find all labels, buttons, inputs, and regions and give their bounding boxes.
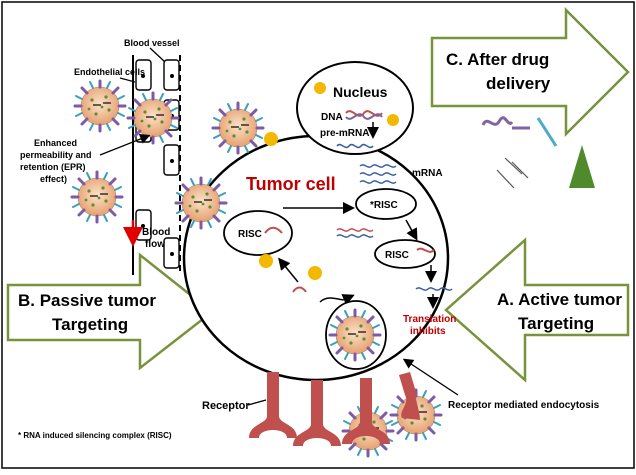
receptor-label: Receptor [202,400,250,412]
epr-label-4: effect) [40,174,67,184]
active-targeting-arrow: A. Active tumor Targeting [444,237,630,383]
endothelial-cells-label: Endothelial cells [74,67,145,77]
epr-label-1: Enhanced [34,138,77,148]
dna-helix-icon [345,110,383,120]
blood-flow-label-2: flow [145,239,165,250]
pre-mrna-label: pre-mRNA [320,128,369,139]
sirna-icon [292,286,307,293]
nanoparticle-icon [328,308,382,362]
epr-label-2: permeability and [20,150,92,160]
gold-nanoparticle-icon [259,132,322,280]
translation-label-2: inhibits [410,326,446,337]
active-label-1: A. Active tumor [497,290,622,309]
risc-active: *RISC [355,188,417,220]
nanoparticle-icon [211,101,265,155]
risc-left-label: RISC [238,229,262,240]
risc-active-label: *RISC [370,200,398,211]
nanoparticle-icon [174,176,228,230]
nucleus-label: Nucleus [333,84,388,100]
mrna-label: mRNA [412,168,443,179]
after-label-1: C. After drug [446,50,549,69]
mrna-strands [336,164,397,238]
receptor-icon [249,372,390,446]
passive-label-1: B. Passive tumor [18,291,156,310]
blood-vessel [123,55,181,275]
dna-label: DNA [321,112,343,123]
passive-label-2: Targeting [52,315,128,334]
after-delivery-arrow: C. After drug delivery [430,6,630,138]
risc-right: RISC [374,239,436,269]
blood-vessel-label: Blood vessel [124,38,180,48]
nucleus: Nucleus DNA pre-mRNA [296,61,414,155]
nanoparticle-icon [70,170,124,224]
degraded-fragments [481,116,595,189]
footnote: * RNA induced silencing complex (RISC) [18,431,172,440]
passive-targeting-arrow: B. Passive tumor Targeting [6,252,215,371]
after-label-2: delivery [486,74,551,93]
tumor-cell-label: Tumor cell [246,174,336,194]
translation-label-1: Translation [403,314,456,325]
nanoparticle-icon [73,79,127,133]
nanoparticle-icon [126,91,180,145]
epr-label-3: retention (EPR) [20,162,86,172]
receptor-icon [399,372,420,420]
risc-left: RISC [223,210,293,256]
blood-flow-label-1: Blood [142,227,170,238]
active-label-2: Targeting [518,314,594,333]
risc-right-label: RISC [385,250,409,261]
receptor-endocytosis-label: Receptor mediated endocytosis [448,400,600,411]
